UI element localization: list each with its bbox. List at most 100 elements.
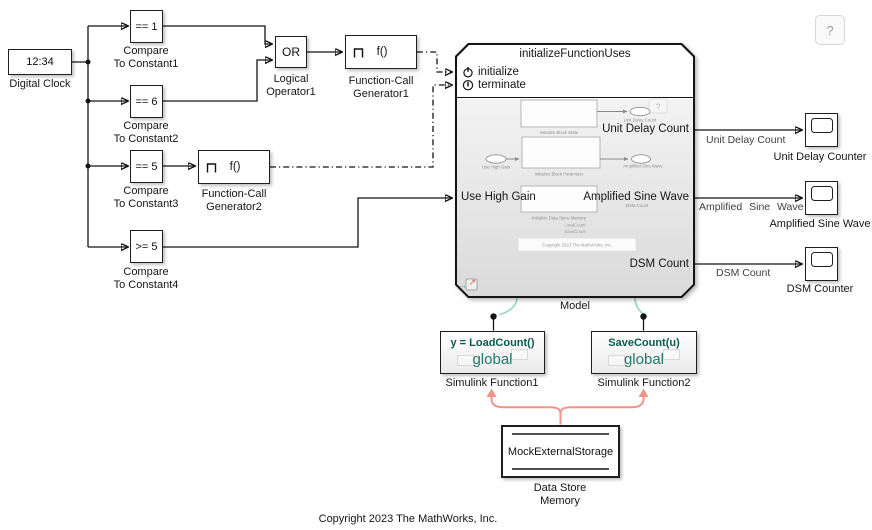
wire-compare2-to-or[interactable]: [163, 60, 272, 102]
compare2-value: == 6: [135, 95, 158, 108]
fcg1-symbol: f(): [376, 46, 388, 58]
sf2-global-text: global: [623, 351, 665, 368]
preview-block1: [521, 100, 597, 127]
compare-to-constant3-label: Compare To Constant3: [113, 185, 179, 210]
preview-inport1: [486, 155, 506, 163]
pulse-icon: [353, 48, 364, 58]
simulink-function1-block[interactable]: y = LoadCount() global: [440, 331, 545, 374]
red-arrowhead: [486, 388, 497, 397]
function-call-generator2-block[interactable]: f(): [198, 150, 270, 184]
wire-fcg1-to-initialize[interactable]: [417, 51, 452, 72]
model-reference-badge-icon: [466, 279, 477, 290]
compare-to-constant3-block[interactable]: == 5: [130, 150, 163, 183]
initialize-port-label: initialize: [478, 65, 519, 78]
signal-label-unit-delay-count: Unit Delay Count: [706, 134, 786, 146]
unit-delay-counter-scope-block[interactable]: [805, 113, 838, 147]
digital-clock-block[interactable]: 12:34: [8, 49, 72, 75]
preview-outport1-caption: Unit Delay Count: [624, 118, 657, 123]
digital-clock-label: Digital Clock: [9, 78, 71, 90]
simulink-function2-block[interactable]: SaveCount(u) global: [591, 331, 697, 374]
preview-block3-caption: Initialize Data Store Memory: [532, 216, 587, 221]
preview-function1-caption: LoadCount: [564, 223, 586, 228]
logical-operator1-value: OR: [282, 45, 300, 59]
wire-compare1-to-or[interactable]: [163, 25, 272, 44]
compare-to-constant1-block[interactable]: == 1: [130, 10, 163, 43]
simulink-function2-label: Simulink Function2: [597, 377, 691, 389]
ghost-port-shape: [608, 355, 625, 366]
scope-screen-icon: [811, 186, 833, 201]
initialize-power-icon: [462, 66, 474, 78]
dsm-counter-scope-block[interactable]: [805, 247, 838, 281]
model-outport-unit-delay-count: Unit Delay Count: [602, 123, 689, 135]
model-block[interactable]: initializeFunctionUses initialize termin…: [455, 43, 695, 298]
wire-model-to-sf2[interactable]: [634, 297, 644, 315]
model-divider: [457, 97, 693, 98]
unit-delay-counter-label: Unit Delay Counter: [773, 151, 867, 163]
function-call-generator1-block[interactable]: f(): [345, 35, 417, 69]
model-label: Model: [560, 300, 590, 312]
dsm-top-line: [512, 433, 609, 435]
sf1-signature: y = LoadCount(): [450, 337, 535, 349]
preview-outport1: [630, 107, 650, 115]
preview-function2-caption: SaveCount: [564, 229, 586, 234]
preview-outport2: [632, 155, 651, 163]
wire-fcg2-to-terminate[interactable]: [270, 85, 452, 168]
wire-dsm-to-sf2[interactable]: [559, 395, 645, 415]
model-content-preview: ? Initialize Block State Unit Delay Coun…: [457, 45, 693, 296]
logical-operator1-block[interactable]: OR: [275, 36, 307, 68]
dsm-bottom-line: [512, 468, 609, 470]
logical-operator1-label: Logical Operator1: [266, 73, 316, 98]
help-button[interactable]: ?: [815, 15, 845, 45]
preview-inport1-caption: Use High Gain: [482, 165, 511, 170]
wire-dsm-to-sf1[interactable]: [490, 395, 562, 425]
junction-dot: [85, 59, 91, 65]
preview-help-badge: [649, 99, 667, 113]
badge-in-arrow-icon: →: [458, 280, 467, 290]
wire-compare4-to-model[interactable]: [163, 198, 452, 248]
preview-copyright-caption: Copyright 2023 The MathWorks, Inc.: [542, 243, 612, 248]
compare3-value: == 5: [135, 160, 158, 173]
amplified-sine-wave-scope-block[interactable]: [805, 181, 838, 215]
terminate-port: terminate: [462, 78, 526, 91]
simulink-function1-label: Simulink Function1: [445, 377, 539, 389]
compare-to-constant1-label: Compare To Constant1: [113, 45, 179, 70]
compare-to-constant4-label: Compare To Constant4: [113, 266, 179, 291]
initialize-port: initialize: [462, 65, 526, 78]
preview-block3: [521, 186, 597, 212]
terminate-port-label: terminate: [478, 78, 526, 91]
wire-clock-trunk[interactable]: [72, 26, 89, 247]
compare-to-constant2-block[interactable]: == 6: [130, 85, 163, 118]
red-arrowhead: [638, 388, 649, 397]
amplified-sine-wave-scope-label: Amplified Sine Wave: [769, 218, 871, 230]
model-title: initializeFunctionUses: [519, 48, 631, 60]
signal-label-amplified-sine-wave: Amplified Sine Wave: [699, 201, 804, 213]
preview-outport3-caption: DSM Count: [626, 203, 649, 208]
dsm-value: MockExternalStorage: [507, 445, 614, 458]
model-event-ports: initialize terminate: [462, 65, 526, 91]
fcg2-symbol: f(): [229, 161, 241, 173]
preview-copyright-box: [518, 238, 636, 251]
sf-connection-stubs: [492, 316, 645, 331]
model-block-inner: initializeFunctionUses initialize termin…: [457, 45, 693, 296]
ghost-port-shape: [511, 349, 528, 360]
help-button-label: ?: [826, 22, 834, 38]
preview-block2: [522, 137, 600, 168]
model-outport-amplified-sine-wave: Amplified Sine Wave: [583, 191, 689, 203]
data-store-memory-label: Data Store Memory: [533, 482, 587, 507]
preview-block1-caption: Initialize Block State: [540, 130, 579, 135]
function-call-generator1-label: Function-Call Generator1: [348, 75, 414, 100]
data-store-memory-block[interactable]: MockExternalStorage: [501, 425, 620, 478]
wire-model-to-sf1[interactable]: [499, 297, 518, 316]
sf1-global-text: global: [472, 351, 513, 368]
compare1-value: == 1: [135, 20, 158, 33]
compare-to-constant4-block[interactable]: >= 5: [130, 230, 163, 263]
compare-to-constant2-label: Compare To Constant2: [113, 120, 179, 145]
junction-dot: [85, 163, 91, 169]
scope-screen-icon: [811, 252, 833, 267]
pulse-icon: [206, 163, 217, 173]
ghost-port-shape: [663, 349, 680, 360]
signal-label-dsm-count: DSM Count: [716, 267, 771, 279]
dsm-counter-label: DSM Counter: [786, 283, 854, 295]
